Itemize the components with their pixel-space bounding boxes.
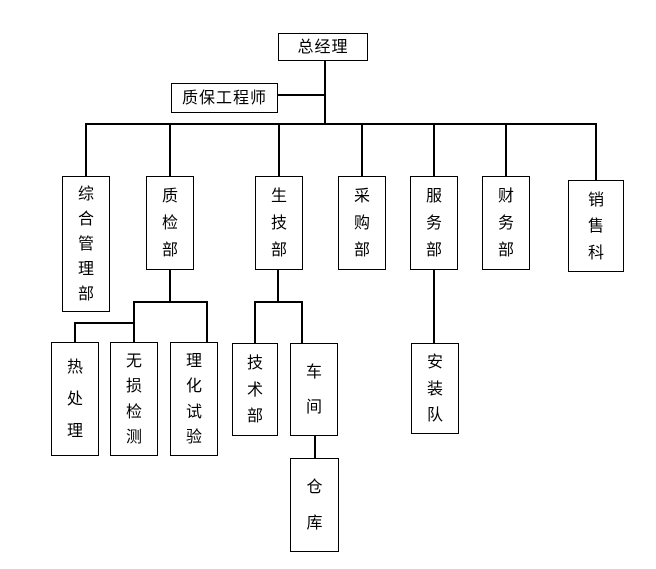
connector-drop-heat-treatment: [74, 322, 76, 342]
node-general-manager: 总经理: [278, 33, 368, 61]
node-general-admin-dept: 综合管理部: [62, 176, 110, 312]
node-technical-dept: 技术部: [232, 343, 278, 436]
node-general-admin-dept-label: 综合管理部: [77, 184, 94, 303]
node-finance-dept: 财务部: [482, 176, 530, 270]
node-installation-team-label: 安装队: [426, 352, 443, 424]
node-purchasing-dept-label: 采购部: [353, 186, 370, 259]
node-production-tech-dept: 生技部: [255, 176, 303, 270]
node-sales-section-label: 销售科: [587, 189, 604, 262]
node-sales-section: 销售科: [568, 180, 624, 272]
node-technical-dept-label: 技术部: [246, 352, 263, 426]
connector-drop-quality-inspection: [169, 123, 171, 176]
connector-qi-horizontal-2: [74, 322, 135, 324]
connector-drop-installation-team: [433, 270, 435, 343]
node-production-tech-dept-label: 生技部: [270, 186, 287, 259]
connector-drop-warehouse: [314, 436, 316, 458]
node-qa-engineer-label: 质保工程师: [181, 88, 267, 107]
connector-drop-purchasing: [361, 123, 363, 176]
connector-drop-phys-chem: [206, 301, 208, 342]
node-quality-inspection-dept-label: 质检部: [161, 186, 178, 259]
connector-qa-engineer: [278, 94, 325, 96]
connector-pt-riser: [277, 270, 279, 303]
connector-drop-technical: [254, 301, 256, 343]
connector-qi-riser: [169, 270, 171, 303]
connector-drop-production-tech: [278, 123, 280, 176]
connector-root-riser: [324, 61, 326, 123]
node-ndt-label: 无损检测: [125, 350, 142, 447]
node-warehouse: 仓库: [290, 458, 339, 552]
node-general-manager-label: 总经理: [297, 37, 349, 56]
connector-drop-finance: [505, 123, 507, 176]
node-quality-inspection-dept: 质检部: [146, 176, 194, 270]
node-phys-chem-test-label: 理化试验: [185, 350, 202, 447]
node-warehouse-label: 仓库: [306, 477, 323, 532]
connector-drop-workshop: [301, 301, 303, 343]
connector-qi-horizontal: [133, 301, 208, 303]
node-finance-dept-label: 财务部: [497, 186, 514, 259]
node-workshop: 车间: [290, 343, 338, 436]
node-service-dept: 服务部: [410, 176, 458, 270]
node-heat-treatment-label: 热处理: [66, 357, 83, 440]
connector-drop-general-admin: [85, 123, 87, 176]
node-installation-team: 安装队: [411, 343, 459, 434]
node-ndt: 无损检测: [110, 342, 158, 456]
node-heat-treatment: 热处理: [51, 342, 99, 456]
node-purchasing-dept: 采购部: [338, 176, 386, 270]
connector-pt-horizontal: [254, 301, 303, 303]
connector-drop-service: [433, 123, 435, 176]
connector-drop-sales: [595, 123, 597, 180]
node-qa-engineer: 质保工程师: [171, 83, 278, 113]
node-phys-chem-test: 理化试验: [170, 342, 218, 456]
connector-main-horizontal: [85, 123, 597, 125]
node-service-dept-label: 服务部: [425, 186, 442, 259]
node-workshop-label: 车间: [305, 361, 322, 417]
connector-drop-ndt: [133, 301, 135, 342]
